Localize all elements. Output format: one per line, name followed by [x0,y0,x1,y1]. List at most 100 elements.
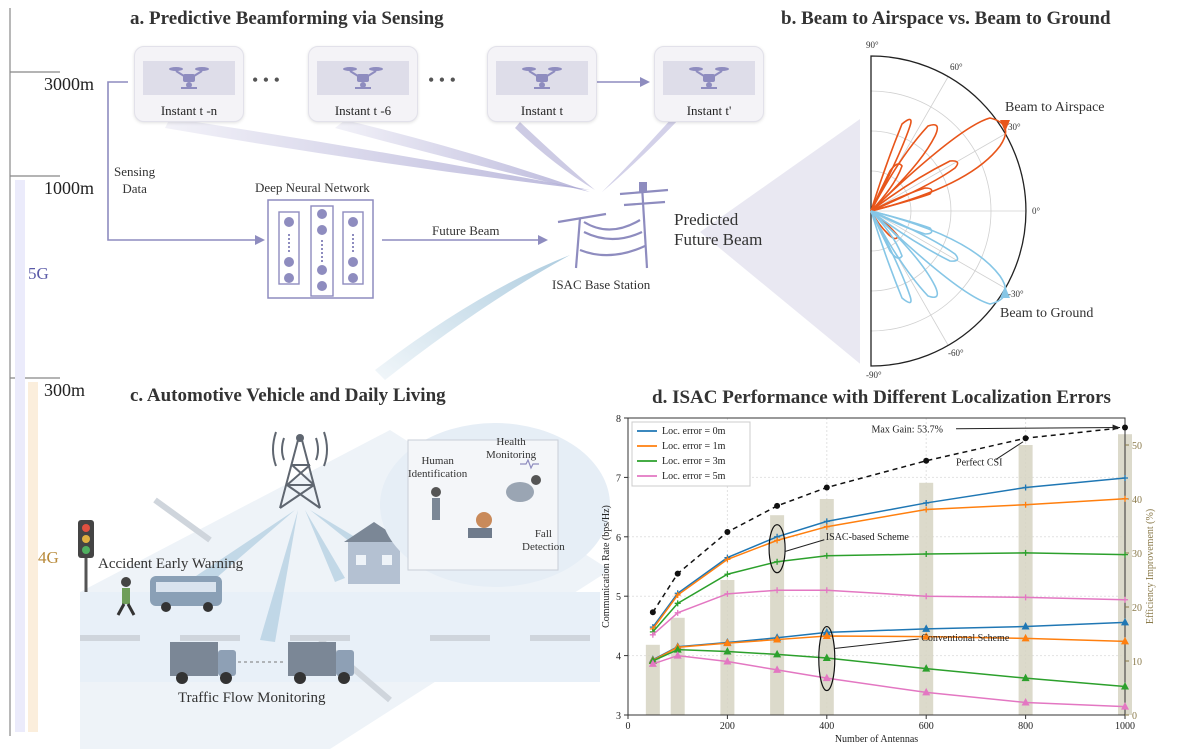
y-tick-label: 4 [616,652,621,663]
sensing-connector [107,81,255,241]
beam-ground [375,255,570,380]
perfect-csi-line [652,426,1126,613]
perfect-csi-point [823,484,830,491]
isac-series-2-point [823,552,830,559]
band-5g [15,180,25,732]
y-tick-label: 7 [616,473,621,484]
legend-label: Loc. error = 3m [662,456,726,467]
base-station-label: ISAC Base Station [552,277,651,292]
predicted-beam-cone [700,119,860,364]
isac-series-1-point [674,592,681,599]
isac-series-0-point [823,518,830,525]
drone-icon [689,67,729,89]
polar-angle-0: 0° [1032,206,1041,216]
x-tick-label: 800 [1018,721,1033,732]
beam-1 [165,118,590,190]
isac-ellipse [768,524,786,574]
plot-frame [627,417,1126,716]
altitude-300: 300m [44,380,86,400]
perfect-csi-point [724,529,731,536]
isac-series-2-line [652,552,1126,633]
traffic-flow-label: Traffic Flow Monitoring [178,690,326,706]
conventional-series-1-point [822,631,831,639]
human-id-label: Human Identification [408,455,468,480]
conventional-series-3-point [922,687,931,696]
panel-d-title: d. ISAC Performance with Different Local… [652,387,1111,408]
improvement-bar [670,617,685,715]
predicted-beam-label: Predicted Future Beam [674,210,763,249]
legend-label: Loc. error = 0m [662,426,726,437]
isac-scheme-annotation: ISAC-based Scheme [826,532,910,543]
y2-tick-label: 50 [1132,441,1142,452]
beam-ground-label: Beam to Ground [1000,306,1094,321]
accident-warning-label: Accident Early Warning [98,556,244,572]
fall-detection-label: Fall Detection [522,528,565,553]
instant-label-3: Instant t [520,103,564,118]
perfect-csi-point [1122,424,1128,431]
beam-4 [602,118,680,192]
conventional-series-1-point [922,632,931,640]
isac-series-3-point [923,593,930,600]
isac-series-2-point [1022,549,1029,556]
person-resting-icon [506,475,541,502]
polar-angle-60: 60° [950,62,963,72]
person-standing-icon [431,487,441,520]
conventional-series-1-point [1021,633,1030,642]
conventional-series-2-point [822,653,831,661]
perfect-csi-point [923,457,930,464]
isac-series-0-point [1022,484,1029,491]
conventional-series-2-point [1121,681,1129,690]
isac-series-3-point [649,631,656,638]
polar-angle-minus90: -90° [866,370,882,380]
isac-series-0-line [652,477,1126,628]
x-tick-label: 1000 [1115,721,1135,732]
dnn-label: Deep Neural Network [255,180,370,195]
instant-label-1: Instant t -n [160,103,218,118]
conventional-series-2-point [673,645,682,653]
polar-angle-minus60: -60° [948,348,964,358]
isac-series-2-point [1122,551,1128,558]
isac-series-0-point [923,499,930,506]
band-4g [28,382,38,732]
conventional-series-3-line [652,654,1126,708]
conventional-series-3-point [773,665,782,673]
conventional-ellipse [818,625,836,692]
conventional-series-2-point [773,649,782,658]
sensing-data-label: Sensing Data [114,164,156,196]
drone-icon [169,67,209,89]
y-axis-label: Communication Rate (bps/Hz) [601,505,612,628]
bus-icon [150,576,222,612]
max-gain-arrowhead [1112,424,1121,431]
cell-tower-icon [272,431,328,509]
y2-tick-label: 40 [1132,495,1142,506]
drone-icon [522,67,562,89]
future-beam-label: Future Beam [432,223,500,238]
isac-series-3-point [1122,596,1128,603]
improvement-bar [770,515,785,715]
max-gain-annotation: Max Gain: 53.7% [872,425,943,436]
x-tick-label: 0 [626,721,631,732]
conventional-series-0-point [1021,621,1030,630]
isac-series-3-point [1022,594,1029,601]
panel-a-title: a. Predictive Beamforming via Sensing [130,8,444,29]
y-tick-label: 5 [616,592,621,603]
isac-series-3-point [724,590,731,597]
beam-2 [335,120,590,192]
ellipsis-1: • • • [252,70,280,90]
conventional-series-2-point [723,646,732,655]
conventional-series-3-point [1021,698,1030,706]
improvement-bar [1018,445,1033,715]
y2-tick-label: 0 [1132,711,1137,722]
health-monitoring-label: Health Monitoring [486,436,537,461]
isac-series-1-point [823,523,830,530]
conventional-series-3-point [673,651,682,659]
beam-3 [515,122,595,190]
polar-plot: 90° 60° 30° 0° -30° -60° -90° [866,40,1041,380]
panel-c-title: c. Automotive Vehicle and Daily Living [130,385,446,406]
instant-card-2: Instant t -6 [308,46,418,122]
drone-icon [343,67,383,89]
polar-angle-90: 90° [866,40,879,50]
conventional-arrow [834,638,919,649]
conventional-series-1-line [652,635,1126,662]
conventional-series-3-point [822,673,831,682]
